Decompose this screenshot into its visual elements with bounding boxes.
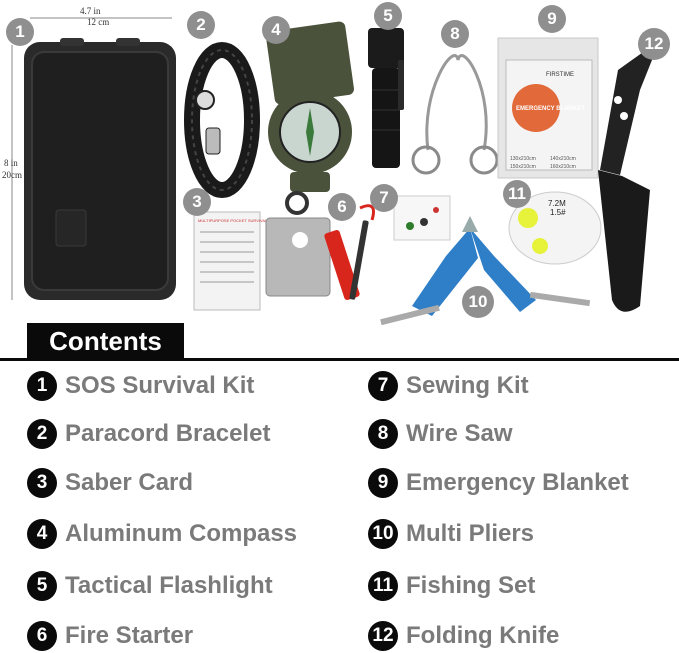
callout-11: 11 <box>503 180 531 208</box>
box-width-cm-label: 12 cm <box>87 17 110 27</box>
item-number-badge: 9 <box>368 468 398 498</box>
item-label: Fishing Set <box>406 572 536 599</box>
item-number-badge: 12 <box>368 621 398 651</box>
callout-1: 1 <box>6 18 34 46</box>
item-number-badge: 8 <box>368 419 398 449</box>
list-item: 11 Fishing Set <box>368 570 535 602</box>
contents-divider <box>0 358 679 361</box>
item-number-badge: 11 <box>368 571 398 601</box>
list-item: 12 Folding Knife <box>368 620 559 652</box>
list-item: 9 Emergency Blanket <box>368 467 629 499</box>
item-number-badge: 2 <box>27 419 57 449</box>
callout-7: 7 <box>370 184 398 212</box>
wire-saw <box>411 54 499 175</box>
list-item: 5 Tactical Flashlight <box>27 570 273 602</box>
sos-survival-box <box>24 38 176 300</box>
callout-4: 4 <box>262 16 290 44</box>
multi-pliers <box>380 216 591 325</box>
list-item: 7 Sewing Kit <box>368 370 529 402</box>
callout-5: 5 <box>374 2 402 30</box>
blanket-size-1: 130x210cm <box>510 156 536 162</box>
item-label: SOS Survival Kit <box>65 372 255 399</box>
list-item: 6 Fire Starter <box>27 620 193 652</box>
item-label: Tactical Flashlight <box>65 572 273 599</box>
item-number-badge: 10 <box>368 519 398 549</box>
blanket-size-2: 140x210cm <box>550 156 576 162</box>
box-width-in-label: 4.7 in <box>80 6 101 16</box>
aluminum-compass <box>266 21 354 215</box>
item-label: Multi Pliers <box>406 520 535 547</box>
contents-heading: Contents <box>27 323 184 360</box>
callout-10: 10 <box>462 286 494 318</box>
emergency-blanket-pack: FIRSTIME EMERGENCY BLANKET 130x210cm 140… <box>497 37 599 179</box>
blanket-title-text: EMERGENCY BLANKET <box>516 106 585 112</box>
item-number-badge: 1 <box>27 371 57 401</box>
list-item: 4 Aluminum Compass <box>27 518 297 550</box>
product-photo: FIRSTIME EMERGENCY BLANKET 130x210cm 140… <box>0 0 679 325</box>
item-label: Sewing Kit <box>406 372 529 399</box>
item-label: Emergency Blanket <box>406 469 629 496</box>
blanket-brand-text: FIRSTIME <box>546 72 574 78</box>
product-illustration: FIRSTIME EMERGENCY BLANKET 130x210cm 140… <box>11 17 660 325</box>
folding-knife <box>598 40 660 312</box>
tactical-flashlight <box>368 28 404 168</box>
item-label: Fire Starter <box>65 622 194 649</box>
fishing-set: 7.2M 1.5# <box>508 191 602 265</box>
fishing-line-label-2: 1.5# <box>550 208 566 217</box>
callout-9: 9 <box>538 5 566 33</box>
item-label: Aluminum Compass <box>65 520 298 547</box>
list-item: 10 Multi Pliers <box>368 518 534 550</box>
callout-12: 12 <box>638 28 670 60</box>
callout-3: 3 <box>183 188 211 216</box>
item-number-badge: 7 <box>368 371 398 401</box>
callout-2: 2 <box>187 11 215 39</box>
box-height-in-label: 8 in <box>4 158 18 168</box>
blanket-size-4: 160x210cm <box>550 164 576 170</box>
callout-8: 8 <box>441 20 469 48</box>
fire-starter <box>324 204 375 300</box>
item-number-badge: 6 <box>27 621 57 651</box>
item-label: Wire Saw <box>406 420 513 447</box>
box-height-cm-label: 20cm <box>2 170 22 180</box>
fishing-line-label-1: 7.2M <box>548 199 566 208</box>
card-title-text: MULTIPURPOSE POCKET SURVIVAL TOOL <box>198 218 280 223</box>
callout-6: 6 <box>328 193 356 221</box>
item-number-badge: 4 <box>27 519 57 549</box>
sewing-kit <box>393 195 451 241</box>
item-label: Folding Knife <box>406 622 560 649</box>
list-item: 8 Wire Saw <box>368 418 513 450</box>
list-item: 1 SOS Survival Kit <box>27 370 254 402</box>
blanket-size-3: 150x210cm <box>510 164 536 170</box>
item-number-badge: 3 <box>27 468 57 498</box>
saber-card: MULTIPURPOSE POCKET SURVIVAL TOOL <box>193 211 331 311</box>
item-number-badge: 5 <box>27 571 57 601</box>
item-label: Paracord Bracelet <box>65 420 271 447</box>
item-label: Saber Card <box>65 469 194 496</box>
paracord-bracelet <box>184 42 260 198</box>
list-item: 2 Paracord Bracelet <box>27 418 270 450</box>
list-item: 3 Saber Card <box>27 467 193 499</box>
